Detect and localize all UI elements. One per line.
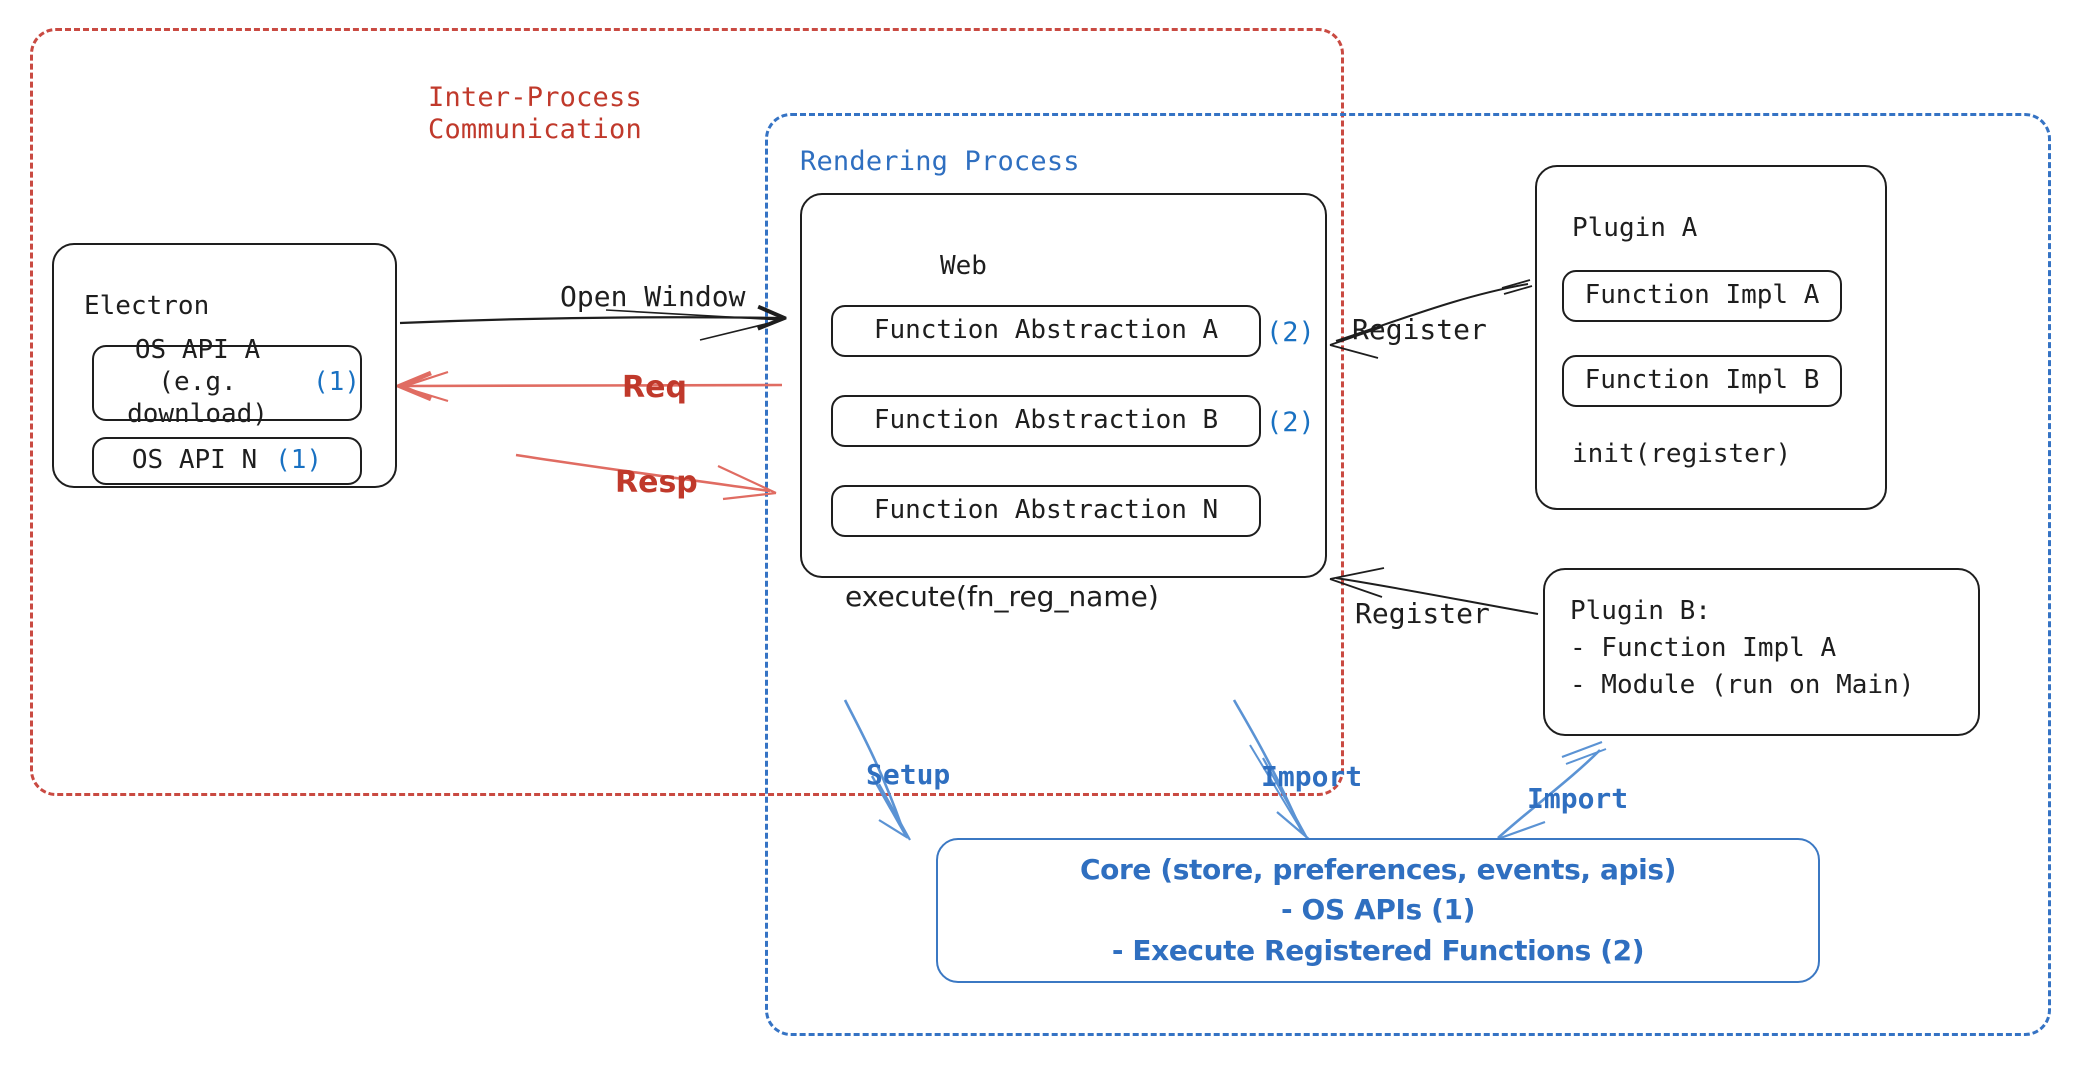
electron-title: Electron [84,291,210,321]
edge-label-setup: Setup [866,758,951,791]
os-api-n-label: OS API N [131,445,258,476]
plugin-b-text: Plugin B: - Function Impl A - Module (ru… [1570,596,1915,700]
plugin-a-container [1535,165,1887,510]
function-abstraction-b-tag: (2) [1266,407,1315,438]
os-api-a-label: OS API A (e.g. download) [127,335,268,429]
edge-label-register-plugin-b: Register [1355,597,1490,630]
web-title: Web [940,251,987,281]
group-inter-process-communication [30,28,1344,796]
edge-label-import-plugin-b: Import [1527,782,1629,815]
plugin-a-function-impl-b-label: Function Impl B [1584,365,1820,396]
edge-label-open-window: Open Window [560,280,746,313]
os-api-n-box[interactable]: OS API N (1) [92,437,362,485]
plugin-a-function-impl-a-box[interactable]: Function Impl A [1562,270,1842,322]
plugin-a-function-impl-a-label: Function Impl A [1584,280,1820,311]
core-container: Core (store, preferences, events, apis) … [936,838,1820,983]
core-text: Core (store, preferences, events, apis) … [1080,852,1676,967]
web-execute-signature: execute(fn_reg_name) [845,580,1159,613]
group-label-ipc: Inter-Process Communication [428,82,642,145]
edge-label-register-plugin-a: Register [1352,313,1487,346]
group-rendering-process [765,113,2051,1036]
edge-label-req: Req [622,370,687,405]
plugin-b-container [1543,568,1980,736]
edge-label-resp: Resp [615,465,698,500]
function-abstraction-b-box[interactable]: Function Abstraction B [831,395,1261,447]
function-abstraction-a-box[interactable]: Function Abstraction A [831,305,1261,357]
function-abstraction-a-tag: (2) [1266,317,1315,348]
group-label-rendering-process: Rendering Process [800,146,1080,177]
edge-label-import-web: Import [1261,760,1363,793]
plugin-a-title: Plugin A [1572,213,1698,243]
function-abstraction-a-label: Function Abstraction A [873,315,1219,346]
function-abstraction-b-label: Function Abstraction B [873,405,1219,436]
os-api-a-box[interactable]: OS API A (e.g. download) (1) [92,335,362,429]
os-api-n-tag: (1) [275,445,323,476]
plugin-a-init-signature: init(register) [1572,439,1792,469]
function-abstraction-n-label: Function Abstraction N [873,495,1219,526]
os-api-a-tag: (1) [313,367,360,398]
plugin-a-function-impl-b-box[interactable]: Function Impl B [1562,355,1842,407]
function-abstraction-n-box[interactable]: Function Abstraction N [831,485,1261,537]
